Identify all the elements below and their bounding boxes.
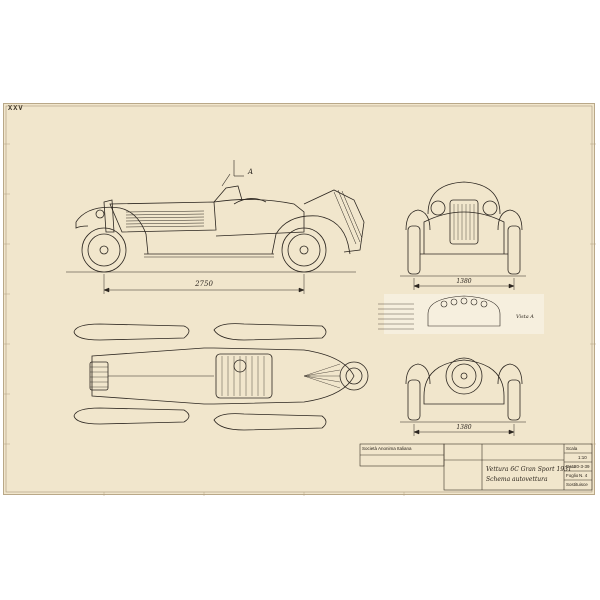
rear-top-schematic	[427, 295, 501, 327]
rear-track-dimension: 1380	[456, 424, 471, 431]
view-marker-top: A	[247, 168, 253, 176]
section-label: Sostituisce	[566, 482, 588, 487]
blueprint-drawing: 2750 1380 1380 A	[4, 105, 596, 496]
sheet-label: Foglio	[566, 473, 579, 478]
blueprint-sheet: XXV	[3, 103, 596, 496]
front-view	[400, 181, 526, 290]
sheet-value: N. 4	[579, 473, 588, 478]
date-label: Data	[566, 464, 576, 469]
company-name: Società Anonima Italiana	[362, 446, 412, 451]
title-block-frame	[359, 443, 593, 491]
front-wheel-side	[81, 227, 127, 273]
top-view	[73, 323, 369, 431]
rear-view	[400, 357, 526, 436]
view-marker-right: Vista A	[516, 314, 534, 320]
legend-lines	[378, 303, 414, 330]
rear-wheel-side	[281, 227, 327, 273]
scale-value: 1:10	[578, 455, 587, 460]
drawing-title-line1: Vettura 6C Gran Sport 1931	[486, 466, 572, 473]
wheelbase-dimension: 2750	[194, 280, 213, 288]
sheet-corner-tag: XXV	[8, 105, 24, 113]
date-value: 20-3-39	[574, 464, 590, 469]
front-track-dimension: 1380	[456, 278, 471, 285]
drawing-title-line2: Schema autovettura	[486, 476, 548, 483]
side-view	[66, 160, 365, 294]
scale-label: Scala	[566, 446, 578, 451]
